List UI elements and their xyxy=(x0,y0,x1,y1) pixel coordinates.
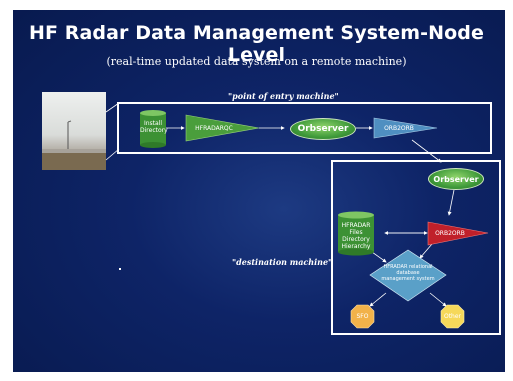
database-diamond xyxy=(369,249,447,302)
orb2orb-destination-label: ORB2ORB xyxy=(435,230,465,237)
slide-title: HF Radar Data Management System-Node Lev… xyxy=(28,22,484,66)
hfradar-files-label: HFRADAR Files Directory Hierarchy xyxy=(341,222,371,250)
orbserver-entry-node: Orbserver xyxy=(290,118,356,140)
orb2orb-entry-label: ORB2ORB xyxy=(384,125,414,132)
hfradar-files-cylinder xyxy=(338,211,374,256)
sfo-label: SFO xyxy=(356,313,369,320)
decorative-dot xyxy=(119,268,121,270)
hfradarqc-label: HFRADARQC xyxy=(195,125,233,132)
entry-machine-box xyxy=(117,102,492,154)
sfo-octagon xyxy=(350,304,375,329)
hfradarqc-triangle xyxy=(185,114,260,142)
other-octagon xyxy=(440,304,465,329)
slide-subtitle: (real-time updated data system on a remo… xyxy=(106,55,407,68)
orb2orb-triangle xyxy=(373,117,438,139)
arrow-entry-to-destination xyxy=(411,139,442,163)
install-directory-label: Install Directory xyxy=(140,120,168,134)
other-label: Other xyxy=(443,313,462,320)
antenna-icon xyxy=(42,120,106,170)
arrow-db-to-sfo xyxy=(369,292,387,307)
arrow-files-to-db xyxy=(371,251,387,263)
arrow-orb2orb-to-db xyxy=(419,243,433,259)
arrow-db-to-other xyxy=(429,292,447,307)
destination-machine-label: "destination machine" xyxy=(232,257,333,267)
install-directory-cylinder xyxy=(140,110,166,148)
destination-machine-box xyxy=(331,160,501,335)
radar-antenna-photo xyxy=(42,92,106,170)
photo-link-bottom xyxy=(105,148,120,161)
photo-link-top xyxy=(105,102,120,113)
orb2orb-red-triangle xyxy=(427,221,489,246)
orbserver-destination-node: Orbserver xyxy=(428,168,484,190)
database-label: HFRADAR relational database management s… xyxy=(381,264,435,282)
entry-machine-label: "point of entry machine" xyxy=(228,91,339,101)
arrow-orbserver-to-orb2orb-dest xyxy=(447,189,455,216)
slide-background xyxy=(13,10,505,372)
